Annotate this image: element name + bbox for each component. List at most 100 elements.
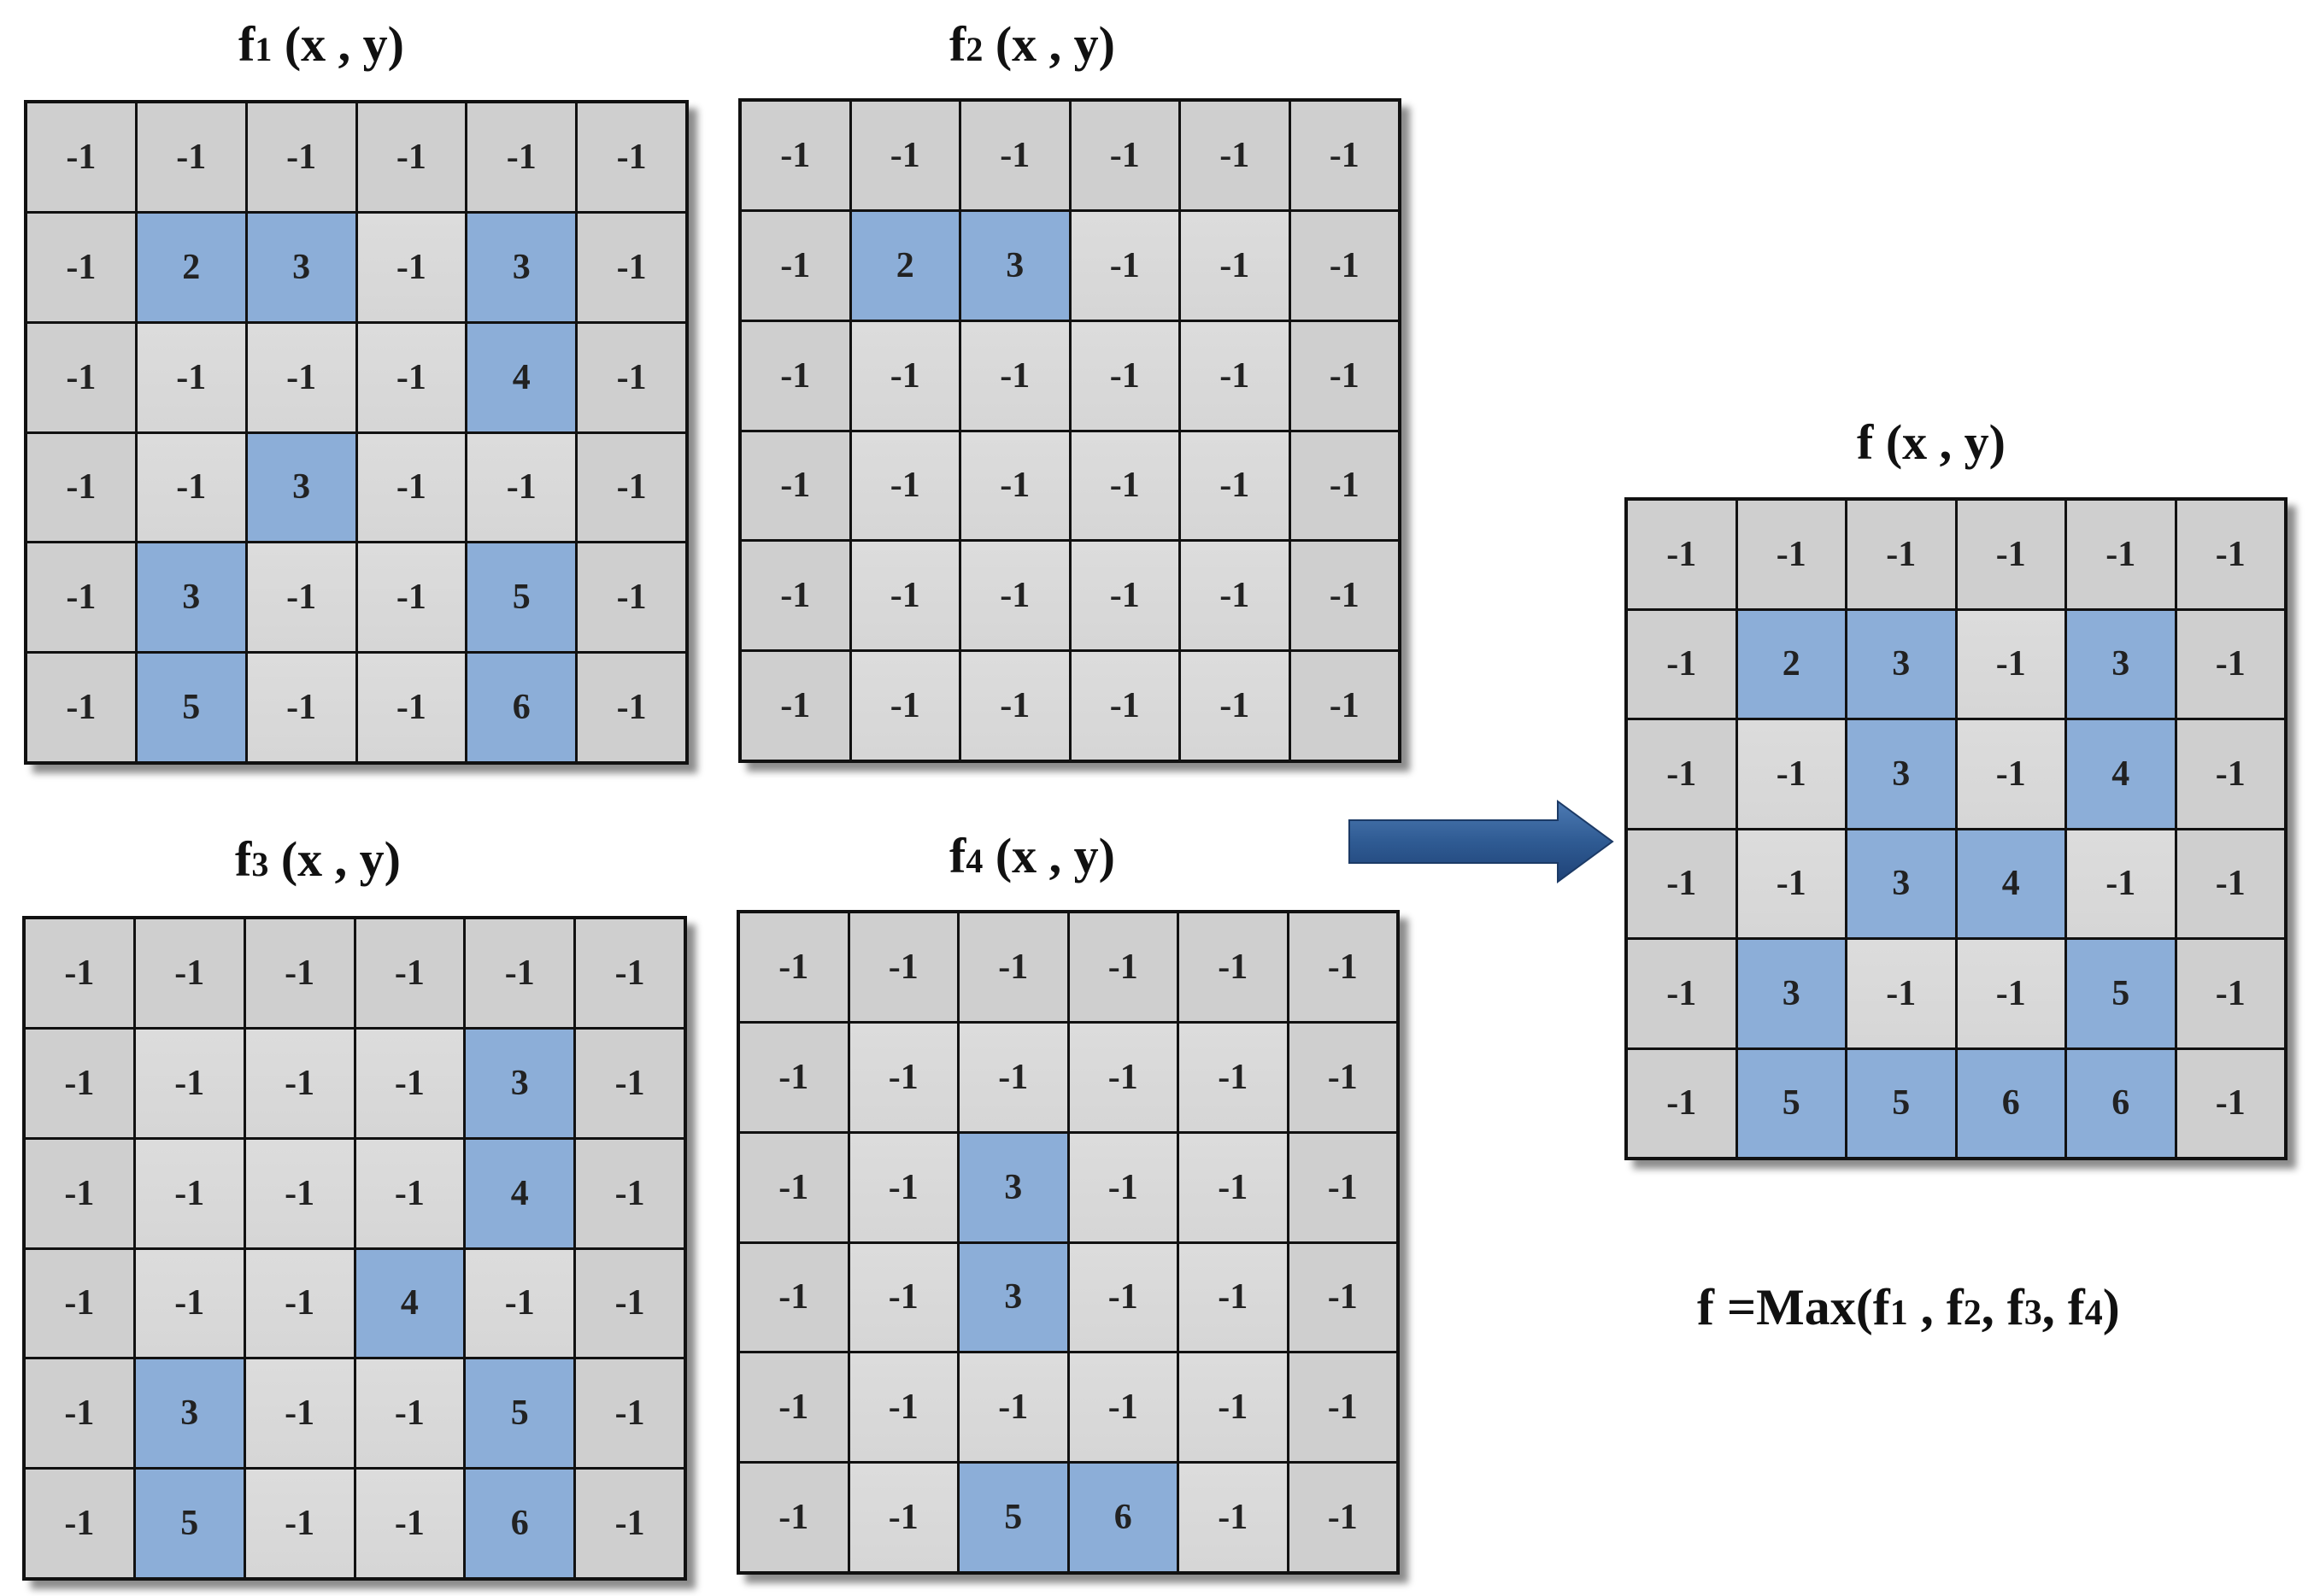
grid-cell: -1 [247,543,355,652]
grid-cell: -1 [1181,431,1289,540]
grid-cell: -1 [1071,652,1178,760]
grid-cell: 6 [467,654,576,761]
grid-cell: -1 [1290,431,1398,540]
grid-cell: -1 [1071,542,1178,650]
grid-cell: -1 [466,919,574,1027]
grid-cell: -1 [26,1139,133,1247]
grid-cell: -1 [1290,102,1398,209]
grid-cell: -1 [742,431,849,540]
grid-cell: 5 [135,1470,244,1577]
grid-cell: 6 [1957,1049,2064,1157]
grid-cell: -1 [849,1464,957,1571]
grid-cell: 2 [137,213,245,321]
grid-cell: -1 [2176,1049,2284,1157]
grid-cell: -1 [1181,211,1289,320]
grid-cell: -1 [247,103,355,211]
grid-cell: -1 [26,1249,133,1358]
grid-cell: -1 [27,103,135,211]
grid-cell: -1 [576,1249,684,1358]
grid-cell: -1 [1071,431,1178,540]
grid-cell: -1 [1847,940,1955,1047]
grid-cell: -1 [247,323,355,431]
grid-cell: 3 [1737,940,1845,1047]
grid-cell: 3 [1847,610,1955,718]
grid-cell: -1 [135,1249,244,1358]
grid-cell: -1 [740,1243,848,1352]
grid-cell: -1 [1071,102,1178,209]
grid-cell: -1 [742,652,849,760]
grid-cell: -1 [2176,940,2284,1047]
grid-cell: -1 [1628,501,1736,608]
grid-cell: -1 [578,103,685,211]
grid-cell: 3 [247,213,355,321]
grid-cell: -1 [1289,1464,1396,1571]
grid-cell: -1 [1289,1133,1396,1241]
grid-cell: 3 [247,433,355,542]
grid-cell: -1 [467,433,576,542]
grid-cell: -1 [740,1023,848,1131]
grid-cell: 5 [1737,1049,1845,1157]
grid-cell: -1 [355,1029,464,1137]
grid-cell: -1 [849,1133,957,1241]
grid-cell: -1 [247,654,355,761]
grid-cell: -1 [740,913,848,1021]
grid-cell: 4 [466,1139,574,1247]
grid-cell: -1 [135,919,244,1027]
right-arrow-icon [1348,800,1614,883]
grid-cell: 4 [467,323,576,431]
grid-cell: -1 [961,542,1069,650]
grid-cell: -1 [1737,830,1845,937]
grid-cell: -1 [851,102,959,209]
grid-cell: -1 [355,1139,464,1247]
grid-cell: 3 [135,1359,244,1468]
grid-cell: -1 [960,1023,1067,1131]
grid-cell: -1 [578,323,685,431]
grid-cell: -1 [740,1353,848,1462]
grid-cell: -1 [961,102,1069,209]
grid-cell: 3 [2067,610,2175,718]
grid-cell: -1 [1069,913,1177,1021]
grid-cell: -1 [1071,321,1178,430]
grid-cell: 5 [466,1359,574,1468]
grid-cell: -1 [1957,501,2064,608]
grid-cell: -1 [1290,321,1398,430]
grid-cell: -1 [1737,501,1845,608]
grid-cell: -1 [961,321,1069,430]
grid-cell: 4 [2067,720,2175,828]
grid-cell: -1 [1179,1023,1287,1131]
grid-cell: 3 [466,1029,574,1137]
panel-title-f1: f1 (x , y) [238,16,404,72]
grid-cell: -1 [961,431,1069,540]
grid-cell: -1 [135,1029,244,1137]
grid-cell: -1 [576,1359,684,1468]
grid-cell: -1 [27,213,135,321]
grid-cell: -1 [1069,1243,1177,1352]
grid-cell: -1 [355,1359,464,1468]
grid-cell: -1 [1290,652,1398,760]
grid-cell: -1 [135,1139,244,1247]
grid-cell: -1 [27,433,135,542]
grid-cell: -1 [2067,501,2175,608]
grid-cell: 2 [851,211,959,320]
grid-cell: 3 [1847,830,1955,937]
grid-cell: -1 [1181,542,1289,650]
grid-cell: 3 [960,1133,1067,1241]
grid-cell: -1 [849,1023,957,1131]
grid-cell: -1 [2176,830,2284,937]
panel-title-f3: f3 (x , y) [235,831,401,887]
grid-cell: 3 [137,543,245,652]
grid-cell: -1 [137,433,245,542]
grid-cell: -1 [851,321,959,430]
grid-cell: -1 [357,323,466,431]
grid-cell: -1 [2176,720,2284,828]
grid-cell: -1 [578,654,685,761]
grid-cell: -1 [578,433,685,542]
grid-cell: -1 [1069,1023,1177,1131]
grid-cell: -1 [357,654,466,761]
grid-cell: 5 [137,654,245,761]
grid-cell: -1 [357,433,466,542]
grid-cell: -1 [137,103,245,211]
grid-cell: -1 [1181,321,1289,430]
grid-cell: -1 [851,542,959,650]
